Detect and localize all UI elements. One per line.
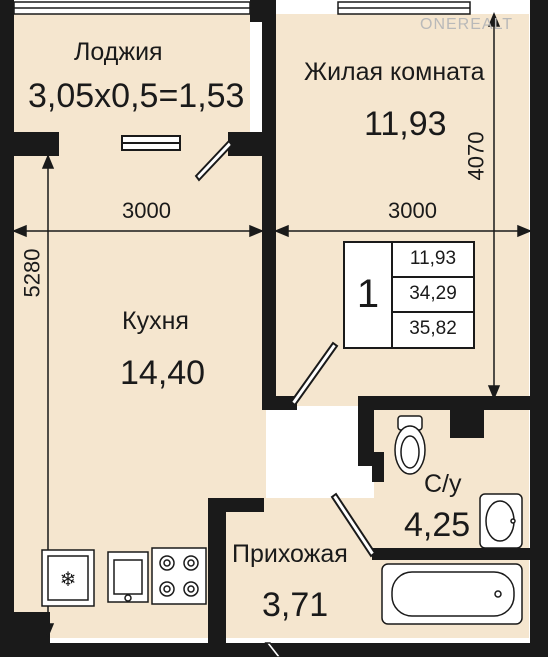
- doors: [194, 139, 377, 657]
- living-room-area: 11,93: [364, 105, 447, 143]
- bathtub-icon: [381, 563, 523, 625]
- fridge-icon: [41, 549, 95, 607]
- living-room-name: Жилая комната: [304, 58, 485, 86]
- kitchen-depth-dimension: 5280: [19, 248, 45, 298]
- living-width-dimension: 3000: [388, 198, 437, 223]
- stove-icon: [151, 547, 207, 605]
- bathroom-name: С/у: [424, 470, 462, 498]
- summary-box: [343, 241, 475, 349]
- bathroom-area: 4,25: [404, 506, 471, 544]
- hallway-name: Прихожая: [232, 540, 348, 568]
- kitchen-fixtures: ❄: [41, 547, 207, 607]
- rooms-count: 1: [356, 272, 380, 316]
- kitchen-name: Кухня: [122, 307, 189, 335]
- kitchen-width-dimension: 3000: [122, 198, 171, 223]
- living-area-value: 11,93: [409, 248, 457, 269]
- toilet-icon: [394, 415, 426, 475]
- loggia-area: 3,05x0,5=1,53: [28, 77, 245, 115]
- watermark: ONEREALT: [420, 16, 514, 33]
- living-depth-dimension: 4070: [463, 131, 489, 181]
- loggia-name: Лоджия: [74, 38, 163, 66]
- kitchen-area: 14,40: [120, 354, 206, 392]
- loggia-floor: [14, 14, 250, 154]
- bathroom-fixtures: [381, 415, 523, 625]
- washbasin-icon: [479, 493, 523, 549]
- windows: [13, 0, 471, 15]
- total-area-value: 34,29: [409, 283, 457, 304]
- total-with-loggia-value: 35,82: [409, 318, 457, 339]
- snowflake-icon: ❄: [60, 569, 77, 591]
- loggia-rail: [121, 135, 181, 151]
- hallway-area: 3,71: [262, 586, 329, 624]
